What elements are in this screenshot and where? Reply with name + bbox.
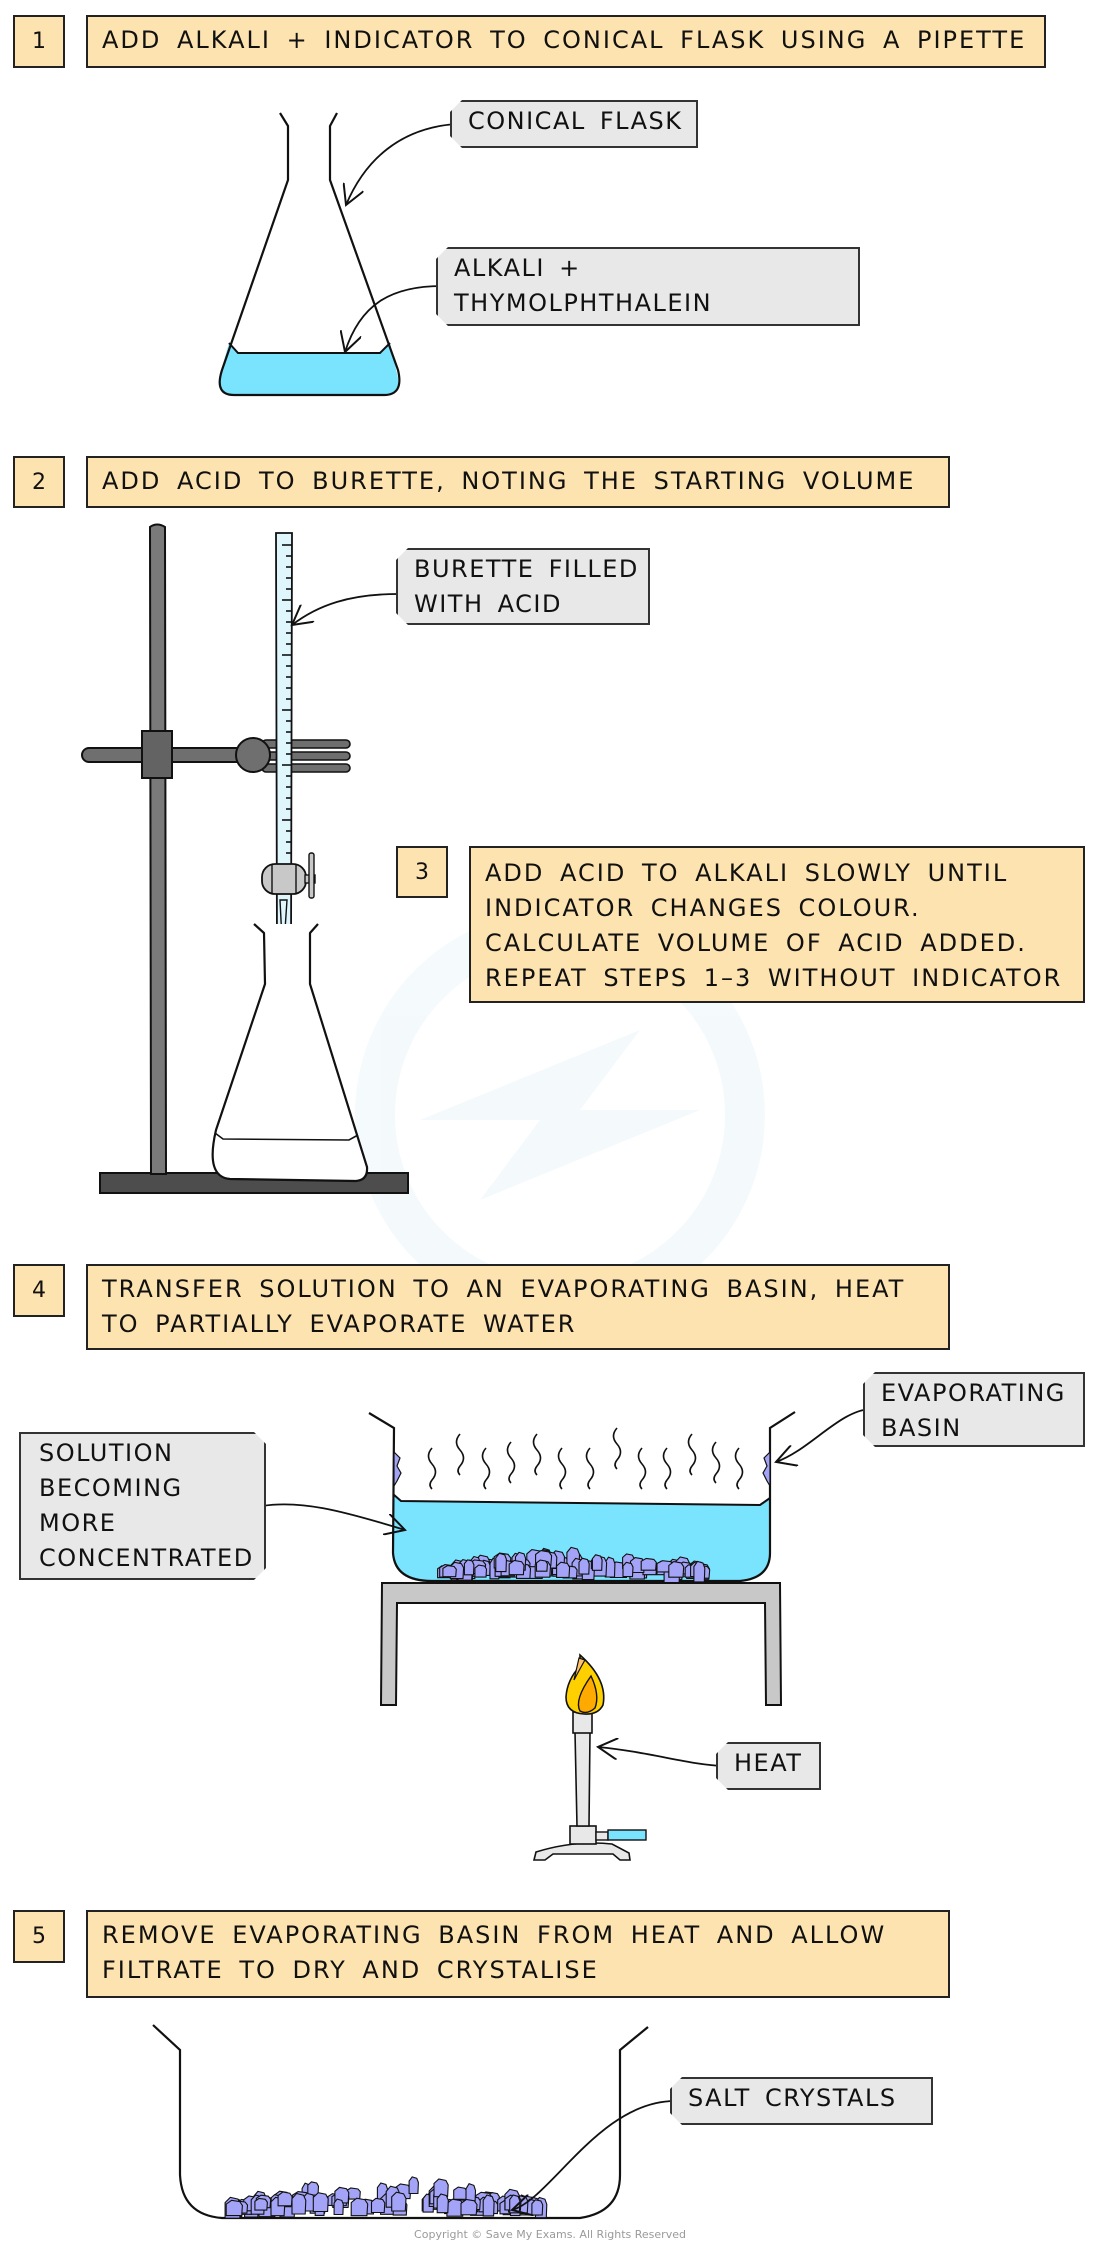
steam-line: [734, 1447, 744, 1490]
crystal: [591, 1554, 603, 1571]
bunsen-burner: [532, 1653, 647, 1861]
steam-line: [585, 1447, 595, 1490]
clamp-boss: [141, 730, 173, 779]
label-heat: HEAT: [716, 1742, 821, 1790]
crystal: [453, 2186, 468, 2200]
retort-stand: [81, 523, 409, 1194]
crystal: [254, 2197, 268, 2211]
steam-line: [687, 1433, 697, 1476]
crystal: [508, 1559, 525, 1576]
crystal: [350, 2197, 369, 2217]
step-number-4: 4: [13, 1264, 65, 1317]
crystal: [312, 2192, 329, 2213]
arrow-solution: [261, 1503, 405, 1530]
arrow-conical-flask: [346, 123, 457, 205]
evaporating-basin-heated: [368, 1411, 796, 1584]
step-number-2: 2: [13, 456, 65, 508]
step-number-3: 3: [396, 846, 448, 898]
crystal-pile: [437, 1546, 711, 1584]
crystal: [436, 2193, 449, 2214]
crystal: [225, 2199, 243, 2217]
steam-line: [506, 1441, 516, 1484]
steam-line: [637, 1447, 647, 1490]
copyright-notice: Copyright © Save My Exams. All Rights Re…: [414, 2228, 686, 2241]
steam-lines: [427, 1427, 744, 1490]
clamp-finger-1: [261, 739, 351, 749]
crystal: [408, 2176, 419, 2195]
gas-hose: [607, 1829, 647, 1841]
step-instruction-3: ADD ACID TO ALKALI SLOWLY UNTIL INDICATO…: [469, 846, 1085, 1003]
tripod-gauze: [379, 1582, 783, 1706]
step-number-1: 1: [13, 15, 65, 68]
steam-line: [662, 1447, 672, 1490]
steam-line: [455, 1433, 465, 1476]
label-salt-crystals: SALT CRYSTALS: [670, 2077, 933, 2125]
crystal: [333, 2198, 344, 2216]
step-instruction-4: TRANSFER SOLUTION TO AN EVAPORATING BASI…: [86, 1264, 950, 1350]
arrow-alkali-indicator: [345, 285, 443, 352]
crystal: [668, 1561, 685, 1578]
label-evaporating-basin: EVAPORATING BASIN: [863, 1372, 1085, 1447]
crystal: [433, 2178, 449, 2198]
stopcock: [261, 852, 316, 899]
flask-1-liquid: [218, 343, 399, 395]
conical-flask-1: [218, 112, 401, 397]
crystal: [307, 2181, 320, 2196]
crystal: [277, 2191, 293, 2207]
arrow-burette: [292, 593, 399, 625]
crystal: [291, 2192, 307, 2215]
stand-rod: [148, 523, 168, 1175]
clamp-finger-2: [261, 751, 351, 761]
salt-crystals-pile: [224, 2176, 548, 2219]
steam-line: [427, 1447, 437, 1490]
crystal: [622, 1561, 634, 1578]
crystal: [482, 2194, 495, 2217]
clamp-finger-3: [261, 763, 351, 773]
clamp-knob: [235, 737, 271, 773]
crystal: [640, 1557, 657, 1571]
flame-icon: [565, 1653, 605, 1715]
step-instruction-5: REMOVE EVAPORATING BASIN FROM HEAT AND A…: [86, 1910, 950, 1998]
arrow-salt-crystals: [512, 2100, 677, 2210]
crystal: [463, 1559, 475, 1576]
arrow-heat: [598, 1747, 725, 1767]
crystal: [391, 2191, 407, 2212]
evaporating-basin-dry: [152, 2024, 649, 2220]
label-burette: BURETTE FILLED WITH ACID: [396, 548, 650, 625]
steam-line: [532, 1433, 542, 1476]
crystal: [460, 2198, 478, 2216]
label-alkali-indicator: ALKALI + THYMOLPHTHALEIN INDICATOR: [436, 247, 860, 326]
crystal: [531, 2199, 544, 2216]
steam-line: [557, 1447, 567, 1490]
crystal: [495, 1552, 507, 1573]
crystal: [535, 1559, 548, 1572]
crystal: [556, 1561, 571, 1578]
label-conical-flask: CONICAL FLASK: [450, 100, 698, 148]
crystal: [578, 1557, 590, 1575]
crystal: [474, 1564, 488, 1578]
crystal: [442, 1565, 457, 1578]
steam-line: [612, 1427, 622, 1470]
rim-crystals: [393, 1450, 771, 1489]
crystal: [370, 2197, 386, 2214]
step-instruction-1: ADD ALKALI + INDICATOR TO CONICAL FLASK …: [86, 15, 1046, 68]
steam-line: [711, 1441, 721, 1484]
label-solution-concentrated: SOLUTION BECOMING MORE CONCENTRATED: [19, 1432, 266, 1580]
crystal: [693, 1560, 706, 1583]
conical-flask-2: [211, 923, 369, 1183]
step-instruction-2: ADD ACID TO BURETTE, NOTING THE STARTING…: [86, 456, 950, 508]
step-number-5: 5: [13, 1910, 65, 1963]
crystal: [509, 2194, 521, 2214]
arrow-evaporating-basin: [776, 1408, 872, 1462]
steam-line: [481, 1447, 491, 1490]
